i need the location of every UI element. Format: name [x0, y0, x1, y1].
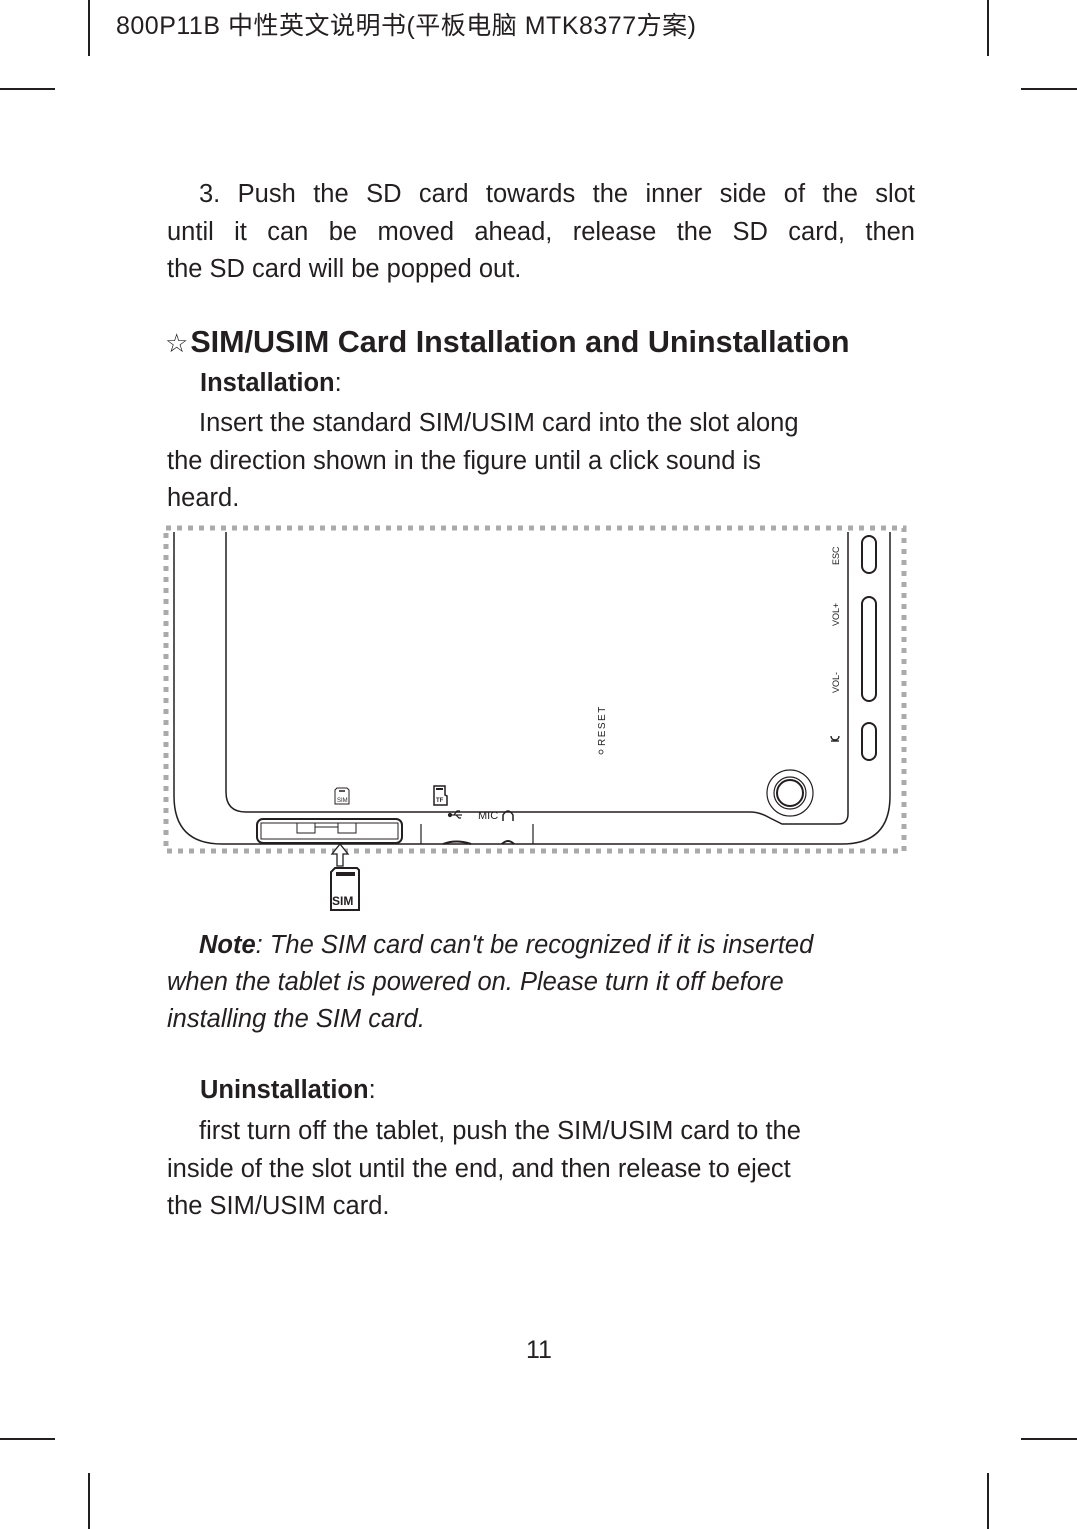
camera-lens — [766, 769, 814, 817]
headphone-jack — [501, 840, 515, 845]
section-heading-text: SIM/USIM Card Installation and Uninstall… — [190, 325, 850, 359]
colon: : — [334, 369, 342, 397]
esc-label: ESC — [831, 546, 841, 565]
note-paragraph: Note: The SIM card can't be recognized i… — [167, 927, 915, 1038]
power-button — [861, 722, 877, 761]
crop-mark-top-left-horizontal — [0, 88, 55, 90]
mic-label: MIC — [478, 810, 498, 822]
text-line: until it can be moved ahead, release the… — [167, 217, 915, 246]
text-line: inside of the slot until the end, and th… — [167, 1154, 791, 1183]
page-number: 11 — [526, 1336, 552, 1364]
uninstallation-paragraph: first turn off the tablet, push the SIM/… — [167, 1113, 915, 1226]
colon: : — [368, 1076, 376, 1104]
esc-button — [861, 535, 877, 574]
uninstallation-label-text: Uninstallation — [200, 1076, 369, 1104]
text-line: Note: The SIM card can't be recognized i… — [199, 931, 814, 959]
sd-eject-paragraph: 3. Push the SD card towards the inner si… — [167, 176, 915, 289]
installation-paragraph: Insert the standard SIM/USIM card into t… — [167, 405, 915, 518]
vol-plus-label: VOL+ — [831, 603, 841, 626]
text-line: when the tablet is powered on. Please tu… — [167, 968, 784, 996]
text-line: the SIM/USIM card. — [167, 1192, 390, 1220]
card-slot-tray — [256, 818, 403, 844]
text-line: Insert the standard SIM/USIM card into t… — [199, 409, 799, 437]
svg-text:TF: TF — [436, 798, 444, 804]
tablet-inner-edge — [225, 532, 849, 825]
usb-port — [442, 840, 472, 845]
text-line: heard. — [167, 484, 240, 512]
crop-mark-bottom-right-horizontal — [1021, 1438, 1077, 1440]
dashed-frame — [163, 525, 907, 854]
usb-icon — [447, 810, 462, 819]
tf-slot-icon: TF — [433, 785, 448, 806]
text-line: first turn off the tablet, push the SIM/… — [199, 1117, 801, 1145]
sim-card-icon: SIM — [330, 867, 360, 911]
svg-text:SIM: SIM — [337, 798, 348, 804]
tablet-outer-edge — [173, 532, 891, 845]
crop-mark-top-right-vertical — [987, 0, 989, 56]
text-line: 3. Push the SD card towards the inner si… — [199, 180, 915, 208]
headphone-icon — [502, 810, 514, 821]
text-line: the SD card will be popped out. — [167, 255, 522, 283]
installation-label-text: Installation — [200, 369, 335, 397]
reset-label: RESET — [597, 705, 608, 755]
tablet-diagram: MIC SIM TF RESET ESC VO — [163, 525, 907, 911]
uninstallation-label: Uninstallation: — [200, 1076, 376, 1105]
svg-text:RESET: RESET — [597, 705, 608, 746]
document-header-title: 800P11B 中性英文说明书(平板电脑 MTK8377方案) — [116, 12, 697, 40]
tablet-sim-slot-figure: MIC SIM TF RESET ESC VO — [160, 520, 910, 920]
star-icon: ☆ — [165, 329, 189, 359]
insert-direction-arrow-icon — [330, 842, 350, 867]
note-label: Note — [199, 931, 256, 959]
svg-text:SIM: SIM — [332, 894, 353, 908]
crop-mark-top-right-horizontal — [1021, 88, 1077, 90]
crop-mark-bottom-left-horizontal — [0, 1438, 55, 1440]
text-line: installing the SIM card. — [167, 1005, 425, 1033]
sim-slot-icon: SIM — [334, 787, 350, 805]
volume-rocker — [861, 596, 877, 702]
installation-label: Installation: — [200, 369, 342, 398]
crop-mark-top-left-vertical — [88, 0, 90, 56]
crop-mark-bottom-left-vertical — [88, 1473, 90, 1529]
vol-minus-label: VOL- — [831, 672, 841, 693]
text-line: the direction shown in the figure until … — [167, 446, 761, 475]
section-heading: ☆SIM/USIM Card Installation and Uninstal… — [165, 325, 850, 360]
crop-mark-bottom-right-vertical — [987, 1473, 989, 1529]
power-icon — [830, 735, 840, 742]
